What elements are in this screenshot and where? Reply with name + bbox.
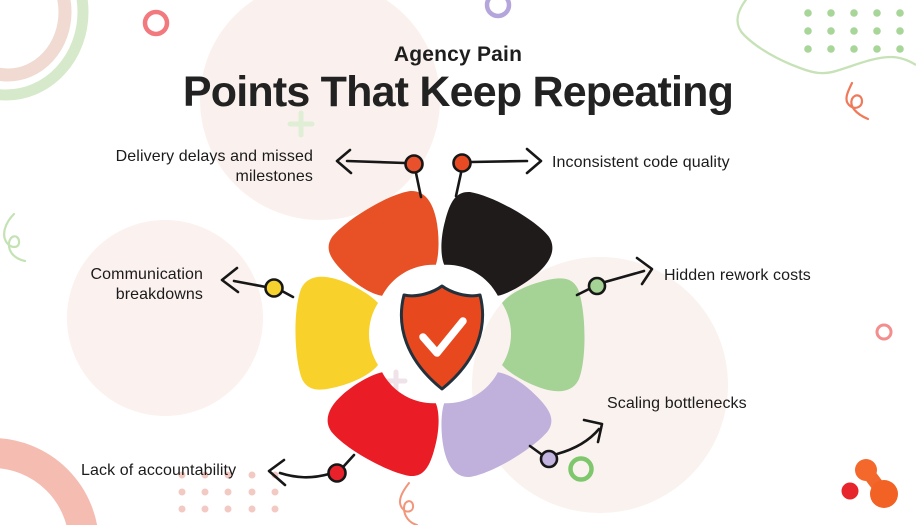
connector-dot: [404, 154, 424, 174]
shield-body: [399, 284, 485, 391]
connector-dot: [327, 463, 347, 483]
connector-communication: [220, 266, 295, 299]
arrow-left-icon: [335, 148, 353, 175]
soft-circle: [67, 220, 263, 416]
connector-accountability: [267, 453, 356, 487]
corner-arc-bottom-left: [0, 438, 98, 525]
shield-check-icon: [399, 284, 485, 391]
connector-dot: [539, 449, 559, 469]
arrow-left-icon: [220, 266, 240, 294]
connector-rework: [575, 256, 654, 297]
ring-segment-rework: [502, 278, 585, 392]
dot-grid-pink: [178, 471, 279, 513]
connector-code-quality: [452, 147, 543, 198]
plus-decor-pink-icon: [384, 369, 408, 393]
pink-arc: [0, 0, 72, 82]
ring-segment-communication: [295, 276, 378, 390]
page-subtitle: Agency Pain: [393, 43, 523, 66]
label-hidden-rework-costs: Hidden rework costs: [664, 267, 811, 284]
arrow-up-right-icon: [582, 418, 604, 444]
connector-dot: [264, 278, 284, 298]
arrow-right-icon: [525, 147, 543, 175]
ring-decor-pink-icon: [142, 9, 170, 37]
connector-dot: [452, 153, 472, 173]
blob-dumbbell-bottom-right: [841, 459, 898, 508]
blob-outline-green: [736, 0, 916, 75]
ring-decor-small-pink-icon: [875, 323, 893, 341]
page-title: Points That Keep Repeating: [182, 68, 734, 116]
squiggle-orange-icon: [845, 81, 870, 121]
plus-decor-green-icon: [287, 110, 315, 138]
connector-delivery: [335, 148, 424, 199]
dot-grid-green: [804, 9, 904, 53]
soft-circle: [200, 0, 440, 220]
label-inconsistent-code-quality: Inconsistent code quality: [552, 154, 730, 171]
label-lack-of-accountability: Lack of accountability: [81, 462, 237, 479]
check-mark: [419, 317, 467, 357]
label-delivery-delays: Delivery delays and missed milestones: [115, 148, 313, 185]
squiggle-green-icon: [3, 212, 27, 263]
squiggle-salmon-icon: [399, 482, 418, 525]
label-scaling-bottlenecks: Scaling bottlenecks: [607, 395, 747, 412]
corner-arcs-top-left: [0, 0, 89, 101]
connectors: [220, 147, 654, 487]
ring-decor-purple-icon: [484, 0, 512, 19]
green-arc: [0, 0, 89, 101]
ring-decor-small-green-icon: [568, 456, 594, 482]
arrow-left-icon: [267, 458, 287, 487]
arrow-right-icon: [635, 256, 654, 286]
connector-scaling: [528, 418, 604, 469]
label-communication-breakdowns: Communication breakdowns: [90, 266, 203, 303]
connector-dot: [587, 276, 607, 296]
